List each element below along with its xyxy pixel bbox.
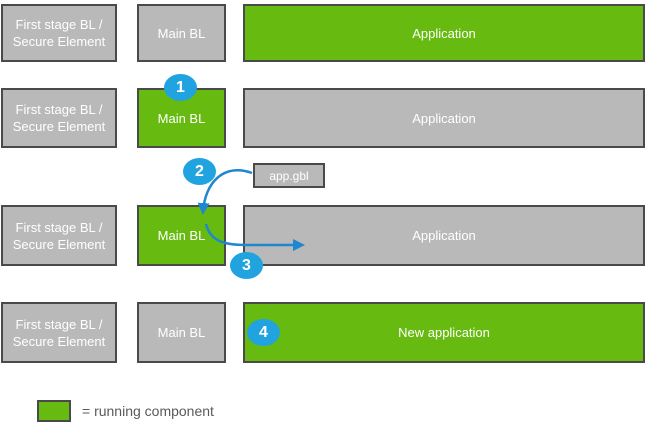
- first-stage-bl-label-line2: Secure Element: [12, 333, 106, 349]
- step-1-number: 1: [176, 78, 185, 96]
- first-stage-bl-box: First stage BL / Secure Element: [1, 88, 117, 148]
- first-stage-bl-label-line1: First stage BL /: [15, 316, 103, 332]
- diagram-row-4: First stage BL / Secure Element Main BL …: [0, 302, 647, 363]
- first-stage-bl-box: First stage BL / Secure Element: [1, 4, 117, 62]
- first-stage-bl-label-line2: Secure Element: [12, 34, 106, 49]
- first-stage-bl-box: First stage BL / Secure Element: [1, 205, 117, 266]
- application-box: Application: [243, 205, 645, 266]
- main-bl-label: Main BL: [157, 110, 206, 126]
- step-2-number: 2: [195, 162, 204, 180]
- first-stage-bl-label-line2: Secure Element: [12, 236, 106, 252]
- new-application-box: New application: [243, 302, 645, 363]
- main-bl-label: Main BL: [157, 228, 206, 243]
- diagram-row-2: First stage BL / Secure Element Main BL …: [0, 88, 647, 148]
- main-bl-box: Main BL: [137, 205, 226, 266]
- application-label: Application: [412, 228, 476, 243]
- first-stage-bl-label-line2: Secure Element: [12, 119, 106, 134]
- application-label: Application: [412, 110, 476, 126]
- first-stage-bl-label-line1: First stage BL /: [15, 102, 103, 117]
- first-stage-bl-box: First stage BL / Secure Element: [1, 302, 117, 363]
- main-bl-label: Main BL: [157, 325, 206, 340]
- app-gbl-label: app.gbl: [269, 168, 309, 183]
- new-application-label: New application: [398, 325, 490, 340]
- first-stage-bl-label-line1: First stage BL /: [15, 219, 103, 235]
- step-3-number: 3: [242, 256, 251, 274]
- step-2-badge: 2: [183, 158, 216, 185]
- application-label: Application: [412, 25, 476, 41]
- diagram-row-3: First stage BL / Secure Element Main BL …: [0, 205, 647, 266]
- legend-label: = running component: [82, 403, 214, 419]
- legend: = running component: [0, 398, 647, 424]
- first-stage-bl-label-line1: First stage BL /: [15, 17, 103, 32]
- application-box: Application: [243, 88, 645, 148]
- step-3-badge: 3: [230, 252, 263, 279]
- step-4-number: 4: [259, 323, 268, 341]
- app-gbl-file-box: app.gbl: [253, 163, 325, 188]
- main-bl-box: Main BL: [137, 4, 226, 62]
- step-1-badge: 1: [164, 74, 197, 101]
- step-4-badge: 4: [247, 319, 280, 346]
- diagram-row-1: First stage BL / Secure Element Main BL …: [0, 4, 647, 62]
- main-bl-box: Main BL: [137, 302, 226, 363]
- main-bl-label: Main BL: [157, 25, 206, 41]
- application-box: Application: [243, 4, 645, 62]
- legend-running-swatch: [37, 400, 71, 422]
